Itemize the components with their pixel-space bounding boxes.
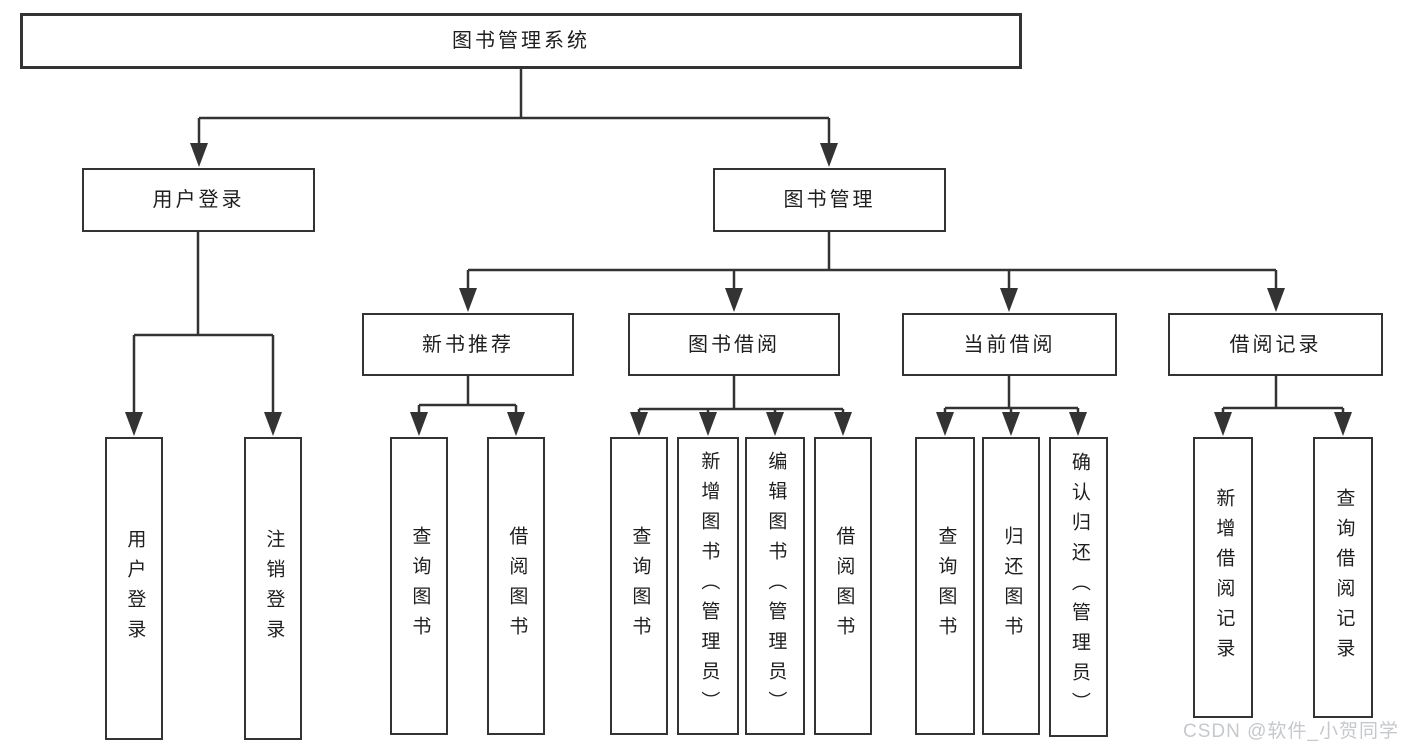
leaf-logout: 注销登录: [244, 437, 302, 740]
leaf-user-login: 用户登录: [105, 437, 163, 740]
leaf-borrow-query-books: 查询图书: [610, 437, 668, 735]
leaf-current-return-books: 归还图书: [982, 437, 1040, 735]
leaf-records-add-record: 新增借阅记录: [1193, 437, 1253, 718]
leaf-current-query-books: 查询图书: [915, 437, 975, 735]
leaf-newbook-borrow-books: 借阅图书: [487, 437, 545, 735]
node-library-system-root: 图书管理系统: [20, 13, 1022, 69]
leaf-newbook-query-books: 查询图书: [390, 437, 448, 735]
node-book-borrowing: 图书借阅: [628, 313, 840, 376]
node-user-login: 用户登录: [82, 168, 315, 232]
node-current-borrowing: 当前借阅: [902, 313, 1117, 376]
leaf-current-confirm-return-admin: 确认归还（管理员）: [1049, 437, 1108, 737]
watermark: CSDN @软件_小贺同学: [1183, 721, 1399, 742]
leaf-borrow-borrow-books: 借阅图书: [814, 437, 872, 735]
leaf-records-query-record: 查询借阅记录: [1313, 437, 1373, 718]
node-new-book-recommendation: 新书推荐: [362, 313, 574, 376]
leaf-borrow-edit-books-admin: 编辑图书（管理员）: [745, 437, 805, 735]
node-book-management: 图书管理: [713, 168, 946, 232]
leaf-borrow-add-books-admin: 新增图书（管理员）: [677, 437, 739, 735]
node-borrowing-records: 借阅记录: [1168, 313, 1383, 376]
